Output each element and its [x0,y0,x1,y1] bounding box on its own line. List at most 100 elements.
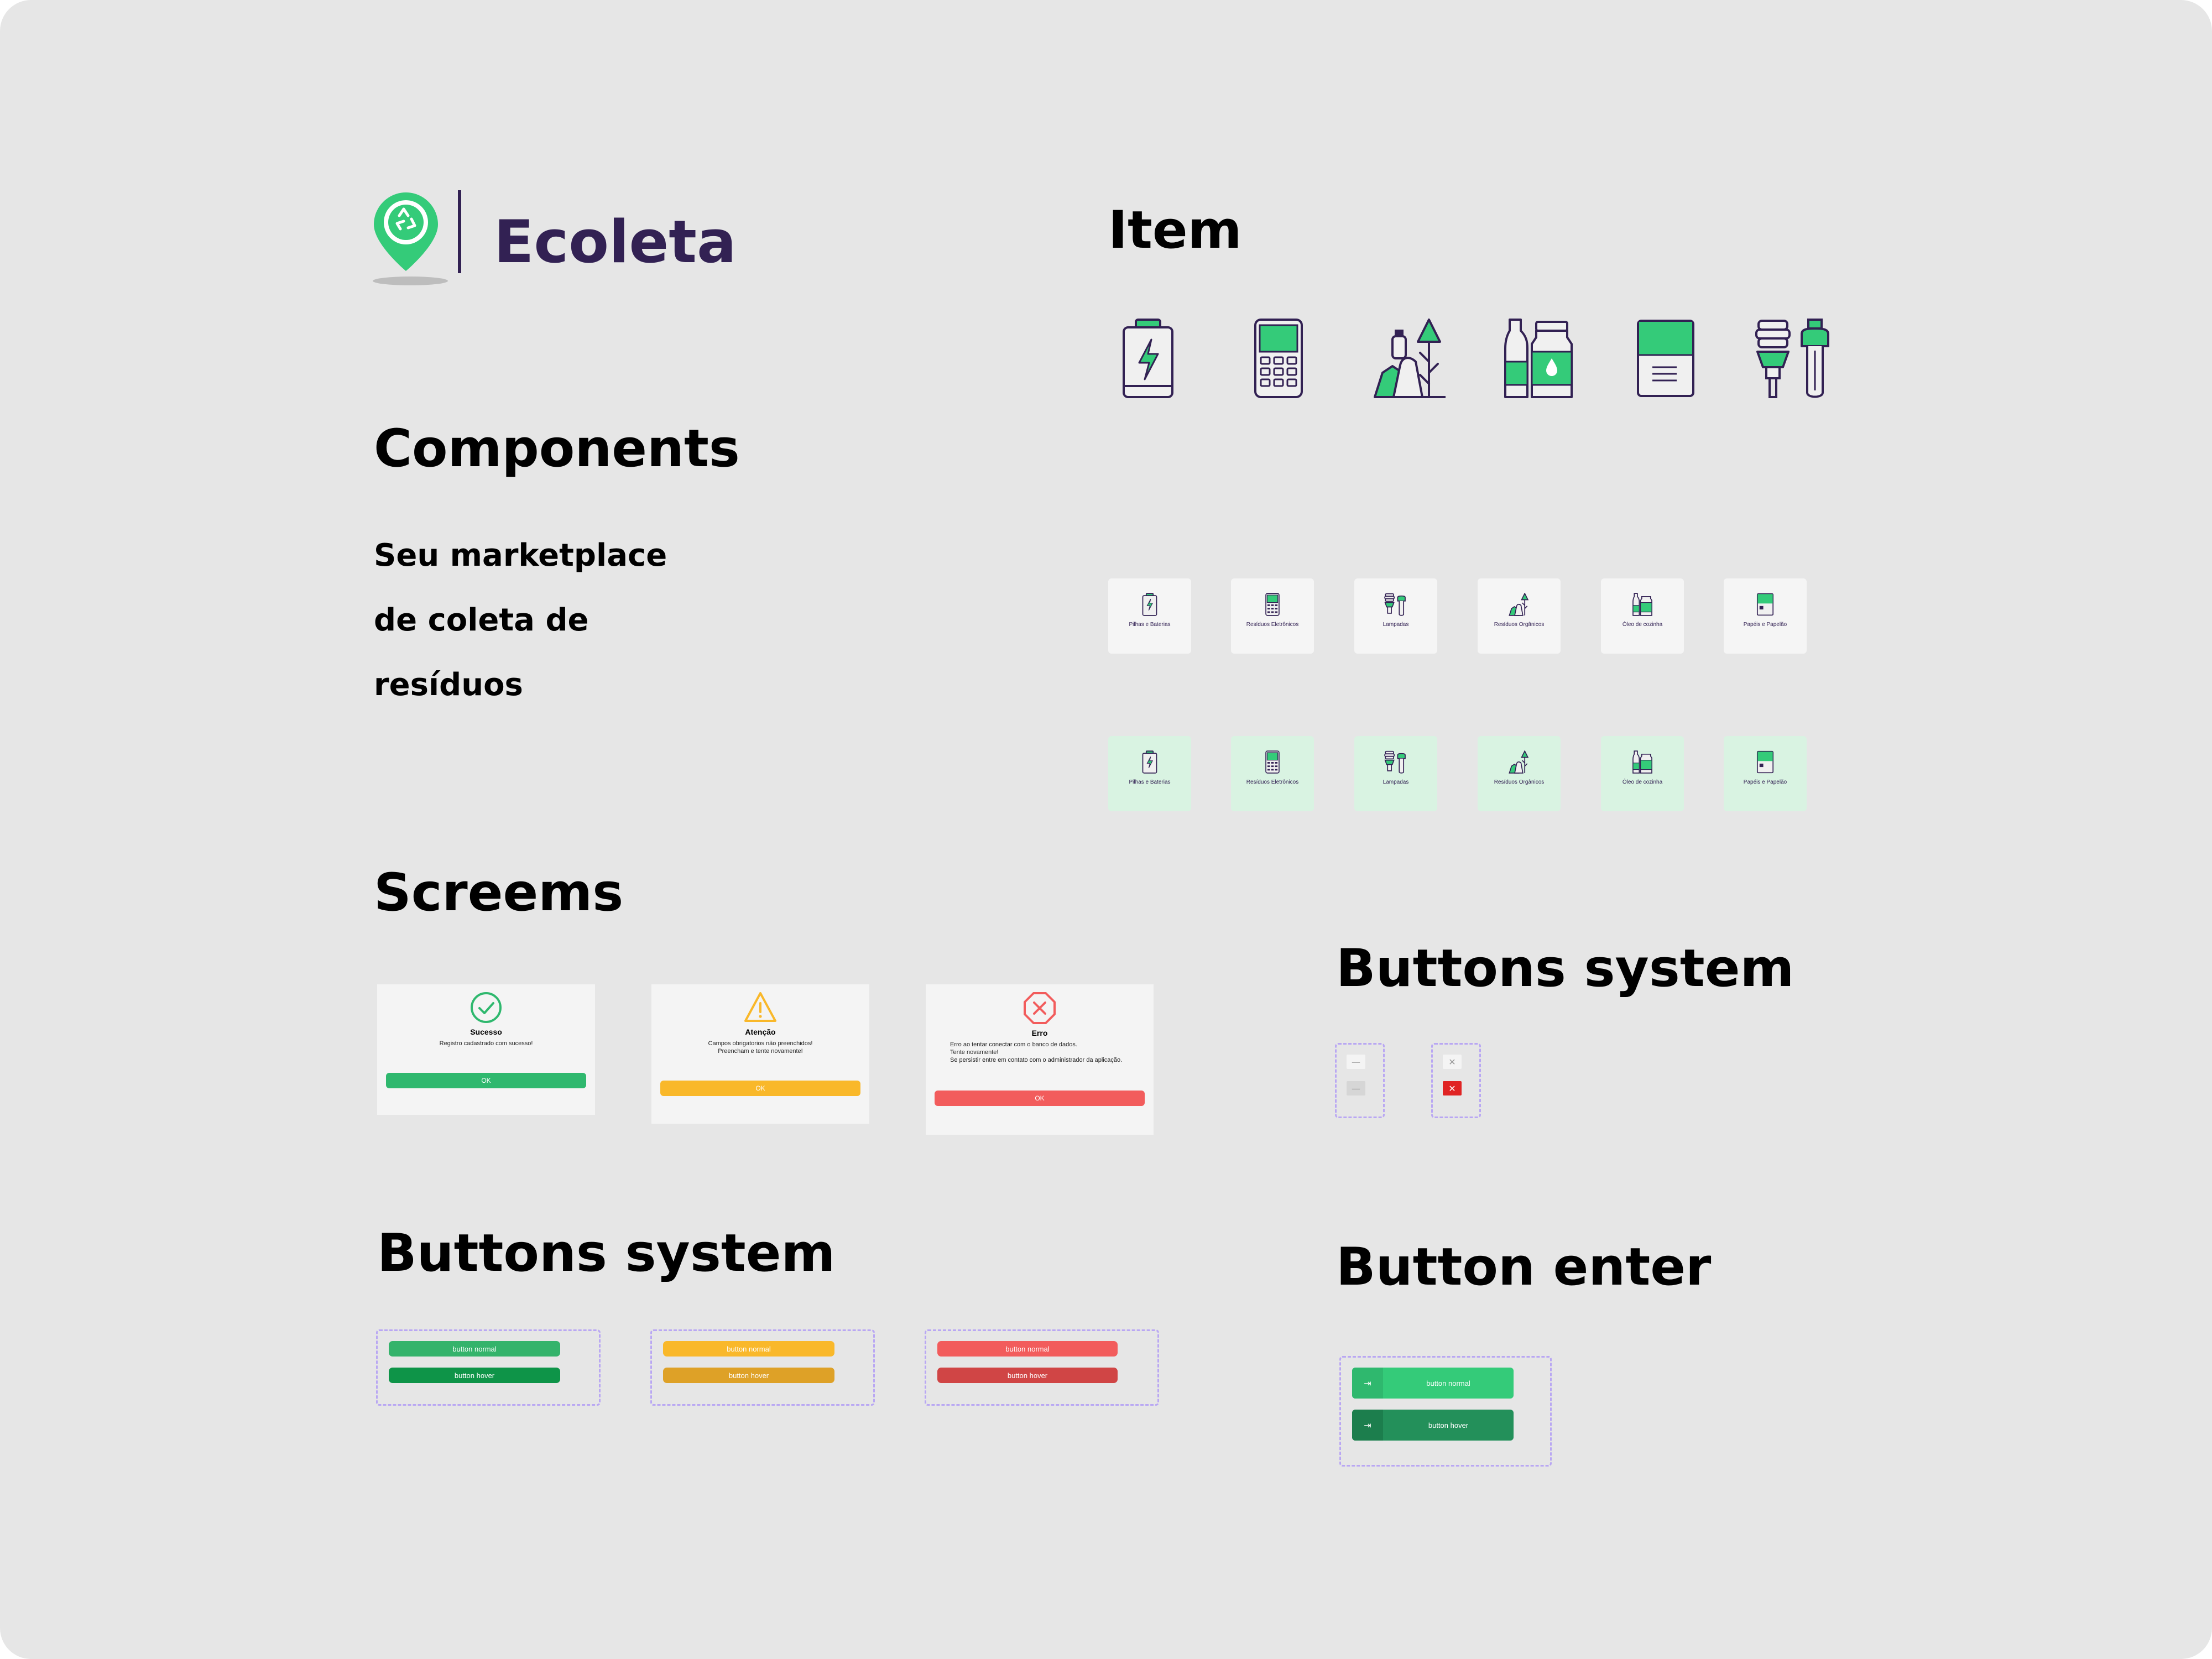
recycle-pin-icon [373,192,448,285]
yellow-button-normal[interactable]: button normal [663,1341,834,1357]
warning-modal-title: Atenção [745,1027,776,1036]
item-card-lamps[interactable]: Lampadas [1354,578,1437,654]
cooking-oil-bottles-icon [1632,750,1652,774]
electronic-device-icon [1265,593,1280,616]
success-modal-title: Sucesso [470,1027,502,1036]
item-card-organic-selected[interactable]: Resíduos Orgânicos [1478,736,1561,811]
brand-divider [458,190,461,273]
item-card-batteries[interactable]: Pilhas e Baterias [1108,578,1191,654]
electronic-device-icon [1265,750,1280,774]
red-button-set: button normal button hover [925,1329,1159,1406]
close-icon: ✕ [1448,1083,1456,1094]
minimize-button-hover[interactable]: — [1347,1081,1365,1095]
error-octagon-icon [1024,992,1056,1024]
yellow-button-set: button normal button hover [650,1329,875,1406]
sign-in-icon: ⇥ [1364,1378,1371,1389]
warning-modal-text: Campos obrigatorios não preenchidos! Pre… [708,1040,813,1055]
error-modal-title: Erro [1031,1029,1048,1037]
enter-button-label: button hover [1428,1421,1469,1430]
battery-icon [1142,750,1157,774]
item-card-paper[interactable]: Papéis e Papelão [1724,578,1807,654]
item-card-oil[interactable]: Óleo de cozinha [1601,578,1684,654]
item-card-label: Papéis e Papelão [1743,779,1787,785]
cooking-oil-bottles-icon [1632,593,1652,616]
light-bulbs-icon [1755,319,1829,398]
yellow-button-hover[interactable]: button hover [663,1368,834,1383]
warning-modal: Atenção Campos obrigatorios não preenchi… [651,984,869,1124]
error-modal-text: Erro ao tentar conectar com o banco de d… [950,1041,1123,1063]
enter-button-label: button normal [1426,1379,1470,1387]
green-button-set: button normal button hover [376,1329,601,1406]
item-card-oil-selected[interactable]: Óleo de cozinha [1601,736,1684,811]
paper-notebook-icon [1756,593,1774,616]
battery-icon [1142,593,1157,616]
organic-waste-icon [1509,593,1529,616]
sign-in-icon: ⇥ [1364,1420,1371,1431]
paper-notebook-icon [1756,750,1774,774]
item-card-paper-selected[interactable]: Papéis e Papelão [1724,736,1807,811]
item-card-batteries-selected[interactable]: Pilhas e Baterias [1108,736,1191,811]
enter-button-normal[interactable]: ⇥ button normal [1352,1368,1514,1399]
item-card-label: Resíduos Eletrônicos [1246,779,1299,785]
organic-waste-icon [1509,750,1529,774]
button-enter-heading: Button enter [1336,1237,1712,1297]
battery-icon [1123,319,1173,398]
item-card-label: Óleo de cozinha [1622,779,1663,785]
close-icon: ✕ [1448,1056,1456,1067]
red-button-hover[interactable]: button hover [937,1368,1118,1383]
item-card-label: Lampadas [1383,622,1409,628]
close-button-normal[interactable]: ✕ [1443,1055,1462,1069]
item-card-label: Lampadas [1383,779,1409,785]
tagline-line-1: Seu marketplace [374,538,667,573]
tagline: Seu marketplace de coleta de resíduos [374,523,667,717]
electronic-device-icon [1254,319,1303,398]
tagline-line-2: de coleta de [374,602,589,638]
enter-button-icon-area: ⇥ [1352,1410,1383,1441]
organic-waste-icon [1374,319,1446,398]
error-modal: Erro Erro ao tentar conectar com o banco… [926,984,1154,1135]
brand-logo [372,190,452,288]
components-heading: Components [374,419,740,479]
buttons-system-heading-left: Buttons system [377,1223,836,1284]
red-button-normal[interactable]: button normal [937,1341,1118,1357]
item-card-label: Resíduos Orgânicos [1494,622,1545,628]
item-card-label: Pilhas e Baterias [1129,779,1171,785]
item-card-label: Resíduos Eletrônicos [1246,622,1299,628]
warning-ok-button[interactable]: OK [660,1081,860,1096]
minus-icon: — [1352,1056,1360,1067]
success-modal-text: Registro cadastrado com sucesso! [439,1040,533,1047]
item-card-electronics-selected[interactable]: Resíduos Eletrônicos [1231,736,1314,811]
minus-icon: — [1352,1083,1360,1094]
item-card-label: Resíduos Orgânicos [1494,779,1545,785]
minimize-button-set: — — [1335,1043,1385,1118]
item-card-electronics[interactable]: Resíduos Eletrônicos [1231,578,1314,654]
success-modal: Sucesso Registro cadastrado com sucesso!… [377,984,595,1115]
success-ok-button[interactable]: OK [386,1073,586,1088]
check-circle-icon [471,992,502,1023]
error-ok-button[interactable]: OK [935,1091,1145,1106]
screens-heading: Screems [374,863,624,923]
item-card-label: Papéis e Papelão [1743,622,1787,628]
item-heading: Item [1108,200,1242,260]
buttons-system-heading-right: Buttons system [1336,938,1794,999]
minimize-button-normal[interactable]: — [1347,1055,1365,1069]
warning-triangle-icon [744,992,776,1022]
close-button-hover[interactable]: ✕ [1443,1081,1462,1095]
enter-button-set: ⇥ button normal ⇥ button hover [1339,1356,1552,1467]
brand-name: Ecoleta [494,208,737,276]
item-card-label: Pilhas e Baterias [1129,622,1171,628]
cooking-oil-bottles-icon [1504,319,1573,398]
item-card-organic[interactable]: Resíduos Orgânicos [1478,578,1561,654]
close-button-set: ✕ ✕ [1431,1043,1481,1118]
green-button-hover[interactable]: button hover [389,1368,560,1383]
item-icon-row [1117,316,1847,399]
enter-button-icon-area: ⇥ [1352,1368,1383,1399]
green-button-normal[interactable]: button normal [389,1341,560,1357]
paper-notebook-icon [1637,320,1694,397]
tagline-line-3: resíduos [374,667,523,703]
light-bulbs-icon [1384,750,1406,774]
light-bulbs-icon [1384,593,1406,616]
item-card-lamps-selected[interactable]: Lampadas [1354,736,1437,811]
enter-button-hover[interactable]: ⇥ button hover [1352,1410,1514,1441]
